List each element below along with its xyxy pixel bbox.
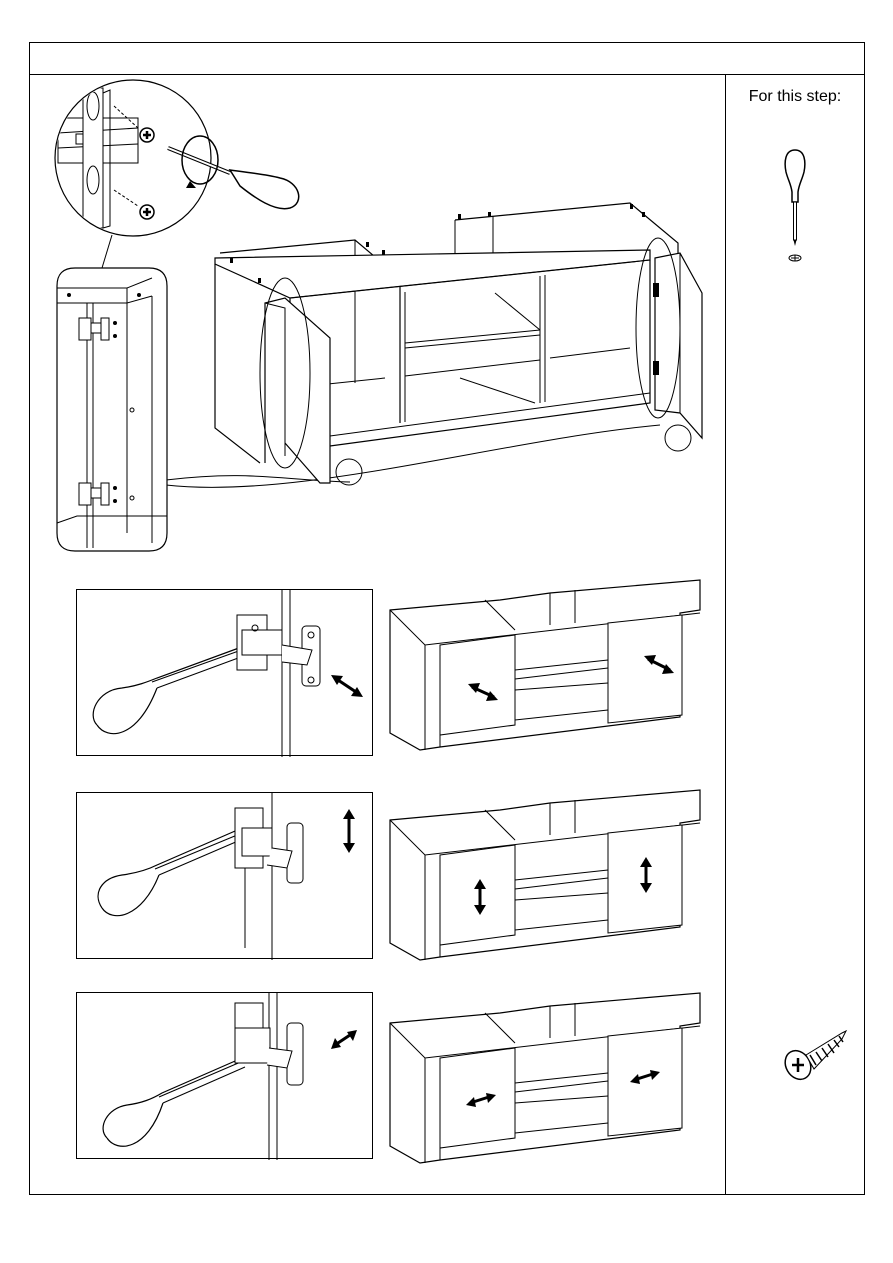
step-1-cabinet-drawing (390, 575, 702, 753)
side-double-arrow-icon (331, 1030, 357, 1049)
hinge-side-detail (57, 268, 167, 551)
cabinet-doors-open-illustration (210, 198, 710, 488)
step-2-cabinet-drawing (390, 785, 702, 963)
step-2-hinge-drawing (77, 793, 374, 960)
step-1-hinge-drawing (77, 590, 374, 757)
step-3-hinge-drawing (77, 993, 374, 1160)
depth-double-arrow-icon (331, 675, 363, 697)
step-2-hinge-closeup (76, 792, 373, 959)
screw-icon (780, 1025, 855, 1085)
step-3-hinge-closeup (76, 992, 373, 1159)
step-3-cabinet-drawing (390, 988, 702, 1166)
step-1-hinge-closeup (76, 589, 373, 756)
height-double-arrow-icon (343, 809, 355, 853)
